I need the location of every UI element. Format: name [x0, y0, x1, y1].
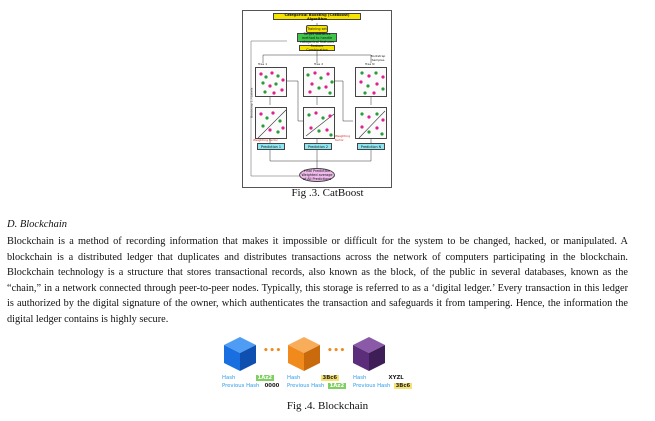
- previous-hash-label: Previous Hash: [287, 383, 325, 389]
- hash-label: Hash: [287, 375, 301, 381]
- previous-hash-label: Previous Hash: [222, 383, 260, 389]
- body-paragraph: Blockchain is a method of recording info…: [7, 236, 628, 325]
- hash-label: Hash: [222, 375, 236, 381]
- tree-n-samples: [355, 67, 387, 97]
- block-1-cube: [224, 337, 256, 371]
- split-dots: [305, 111, 335, 137]
- tree-2-label: Tree 2: [314, 62, 324, 66]
- block-3-hash: Hash XYZL: [353, 375, 405, 381]
- hash-value: 1Az2: [256, 375, 274, 381]
- blockchain-diagram: ••• ••• Hash 1Az2 Previous Hash 0000 Has…: [215, 334, 425, 394]
- prediction-n-node: Prediction N: [357, 143, 385, 150]
- scatter-dots: [359, 71, 385, 95]
- tree-1-label: Tree 1: [258, 62, 268, 66]
- scatter-dots: [259, 71, 285, 95]
- catboost-diagram: Categorical Boosting (CatBoost) Algorith…: [242, 10, 392, 188]
- scatter-dots: [306, 71, 334, 95]
- prediction-2-node: Prediction 2: [304, 143, 332, 150]
- prediction-1-node: Prediction 1: [257, 143, 285, 150]
- hash-value: 3Bc6: [321, 375, 339, 381]
- previous-hash-value: 1Az2: [328, 383, 346, 389]
- figure-4-caption: Fig .4. Blockchain: [286, 400, 369, 412]
- weighting-factor-left: Weighting factor: [253, 138, 278, 142]
- feature-combination-node: Feature Combination: [299, 44, 335, 52]
- block-3-previous-hash: Previous Hash 3Bc6: [353, 383, 412, 389]
- training-set-node: Training set: [306, 25, 328, 33]
- final-prediction-node: Final Prediction Weighted average of All…: [299, 168, 335, 182]
- tree-n-label: Tree N: [365, 62, 375, 66]
- block-2-previous-hash: Previous Hash 1Az2: [287, 383, 346, 389]
- section-heading: D. Blockchain: [7, 219, 68, 230]
- figure-3-caption: Fig .3. CatBoost: [291, 187, 364, 199]
- split-dots: [358, 110, 386, 139]
- tree-1-split: [255, 107, 287, 139]
- block-2-hash: Hash 3Bc6: [287, 375, 339, 381]
- tree-2-samples: [303, 67, 335, 97]
- tree-2-split: [303, 107, 335, 139]
- hash-label: Hash: [353, 375, 367, 381]
- previous-hash-value: 3Bc6: [394, 383, 412, 389]
- block-3-cube: [353, 337, 385, 371]
- catboost-title: Categorical Boosting (CatBoost) Algorith…: [273, 13, 361, 21]
- split-dots: [257, 109, 287, 139]
- tree-1-samples: [255, 67, 287, 97]
- connector-dots-1: •••: [263, 346, 282, 356]
- previous-hash-label: Previous Hash: [353, 383, 391, 389]
- previous-hash-value: 0000: [264, 383, 280, 389]
- tree-n-split: [355, 107, 387, 139]
- target-statistics-node: Target statistics method to handle categ…: [297, 32, 337, 44]
- connector-dots-2: •••: [327, 346, 346, 356]
- side-label: Bootstrap 1 / Labels: [249, 87, 254, 118]
- bootstrap-samples-label: Bootstrap Samples: [370, 54, 386, 62]
- block-1-previous-hash: Previous Hash 0000: [222, 383, 281, 389]
- block-2-cube: [288, 337, 320, 371]
- hash-value: XYZL: [388, 375, 404, 381]
- catboost-connectors: [250, 23, 372, 177]
- block-1-hash: Hash 1Az2: [222, 375, 274, 381]
- weighting-factor-right: Weighting factor: [335, 134, 351, 142]
